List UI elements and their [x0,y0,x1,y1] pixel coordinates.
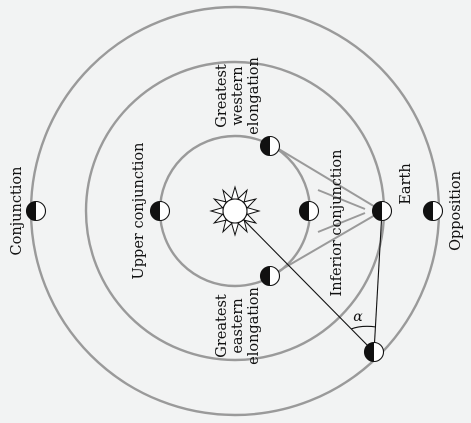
label-conjunction: Conjunction [9,167,25,256]
label-eastern-line-1: Greatest [214,294,230,358]
label-upper-conjunction: Upper conjunction [131,143,147,280]
label-eastern-line-3: elongation [246,287,262,365]
planet-conjunction-icon [27,202,46,221]
label-inferior-conjunction: Inferior conjunction [329,150,345,297]
label-eastern-line-2: eastern [230,298,246,353]
label-western-line-2: western [230,66,246,125]
label-western-line-1: Greatest [214,64,230,128]
planet-inferior-conjunction-icon [300,202,319,221]
line-of-sight-western [272,145,382,211]
label-western-line-3: elongation [246,57,262,135]
planet-upper-conjunction-icon [151,202,170,221]
label-greatest-western-elongation: Greatest western elongation [214,57,262,135]
earth-planet-icon [373,202,392,221]
label-opposition: Opposition [448,171,464,251]
label-earth: Earth [398,163,414,204]
planet-greatest-western-elongation-icon [261,137,280,156]
planet-greatest-eastern-elongation-icon [261,267,280,286]
label-greatest-eastern-elongation: Greatest eastern elongation [214,287,262,365]
planet-opposition-icon [424,202,443,221]
angle-arc [351,326,376,329]
label-angle-alpha: α [353,309,363,325]
earth-later-position-icon [365,343,384,362]
earth-to-earth-position-line [374,211,382,352]
